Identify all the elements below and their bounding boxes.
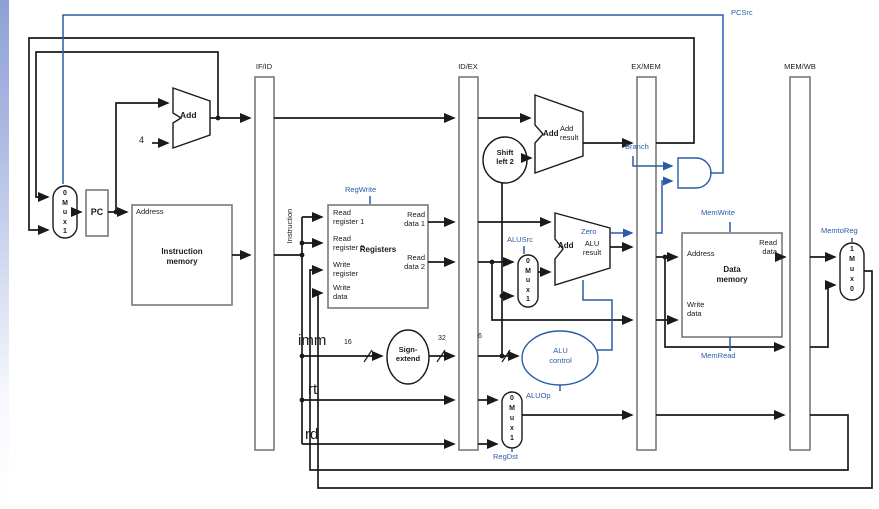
branch-label: Branch bbox=[625, 142, 649, 151]
idex-label: ID/EX bbox=[458, 62, 478, 71]
alu-control-label: ALU control bbox=[549, 346, 572, 365]
aluop-label: ALUOp bbox=[526, 391, 551, 400]
junction-dots bbox=[113, 115, 668, 403]
control-units bbox=[521, 157, 712, 386]
data-memory-box bbox=[681, 232, 783, 338]
imem-title: Instruction memory bbox=[161, 247, 203, 266]
regfile-read-data1-label: Read data 1 bbox=[404, 210, 425, 228]
regfile-title: Registers bbox=[359, 245, 397, 254]
alu-shape bbox=[554, 212, 611, 286]
width-6-label: 6 bbox=[478, 333, 482, 340]
shift-left-2-label: Shift left 2 bbox=[496, 148, 514, 166]
memwrite-label: MemWrite bbox=[701, 208, 736, 217]
regfile-write-data-label: Write data bbox=[333, 283, 351, 301]
width-32-label: 32 bbox=[438, 335, 446, 342]
exmem-label: EX/MEM bbox=[631, 62, 661, 71]
ifid-register bbox=[254, 76, 275, 451]
zero-label: Zero bbox=[581, 227, 597, 236]
branch-adder-label: Add bbox=[543, 129, 559, 138]
alusrc-mux-labels: 0 M u x 1 bbox=[525, 258, 531, 304]
alu-op-label: Add bbox=[558, 241, 574, 250]
dmem-address-label: Address bbox=[687, 249, 715, 258]
rt-field-label: rt bbox=[308, 381, 318, 398]
idex-register bbox=[458, 76, 479, 451]
dmem-write-data-label: Write data bbox=[687, 300, 705, 318]
alu-result-label: ALU result bbox=[582, 239, 602, 257]
instruction-bus-label: Instruction bbox=[285, 208, 294, 244]
pc-label: PC bbox=[90, 207, 104, 217]
memtoreg-mux-labels: 1 M u x 0 bbox=[849, 246, 855, 293]
memtoreg-label: MemtoReg bbox=[821, 226, 858, 235]
control-wires bbox=[62, 14, 853, 452]
pc-mux-labels: 0 M u x 1 bbox=[62, 190, 68, 236]
memread-label: MemRead bbox=[701, 351, 736, 360]
branch-adder-shape bbox=[534, 94, 584, 174]
pc-register bbox=[85, 189, 109, 237]
pc-adder-shape bbox=[172, 87, 211, 149]
regfile-read-data2-label: Read data 2 bbox=[404, 253, 425, 271]
branch-adder-result-label: Add result bbox=[560, 124, 579, 142]
alusrc-mux-shape bbox=[517, 254, 539, 308]
imem-address-label: Address bbox=[136, 207, 164, 216]
regwrite-label: RegWrite bbox=[345, 185, 377, 194]
memwb-label: MEM/WB bbox=[784, 62, 816, 71]
regfile-read-reg2-label: Read register 2 bbox=[333, 234, 365, 252]
width-16-label: 16 bbox=[344, 339, 352, 346]
rd-field-label: rd bbox=[305, 426, 319, 443]
dmem-title: Data memory bbox=[716, 265, 748, 284]
register-file-box bbox=[327, 204, 429, 309]
pcsrc-label: PCSrc bbox=[731, 8, 753, 17]
regdst-mux-labels: 0 M u x 1 bbox=[509, 395, 515, 442]
memwb-register bbox=[789, 76, 811, 451]
imm-field-label: imm bbox=[298, 332, 327, 349]
pc-adder-label: Add bbox=[180, 110, 197, 120]
ifid-label: IF/ID bbox=[255, 62, 273, 71]
dmem-read-data-label: Read data bbox=[759, 238, 777, 256]
data-wires bbox=[28, 37, 873, 489]
alusrc-label: ALUSrc bbox=[507, 235, 533, 244]
instruction-memory-box bbox=[131, 204, 233, 306]
regfile-read-reg1-label: Read register 1 bbox=[333, 208, 365, 226]
exmem-register bbox=[636, 76, 657, 451]
sign-extend-label: Sign- extend bbox=[395, 345, 421, 363]
bus-width-slashes bbox=[363, 349, 511, 363]
slide-edge-decoration bbox=[0, 0, 9, 509]
branch-and-gate bbox=[677, 157, 712, 189]
pipeline-registers bbox=[85, 76, 811, 451]
regfile-write-reg-label: Write register bbox=[333, 260, 359, 278]
sign-extend-shape bbox=[386, 329, 430, 385]
function-units bbox=[52, 87, 865, 449]
constant-4-label: 4 bbox=[139, 135, 145, 145]
regdst-label: RegDst bbox=[493, 452, 519, 461]
